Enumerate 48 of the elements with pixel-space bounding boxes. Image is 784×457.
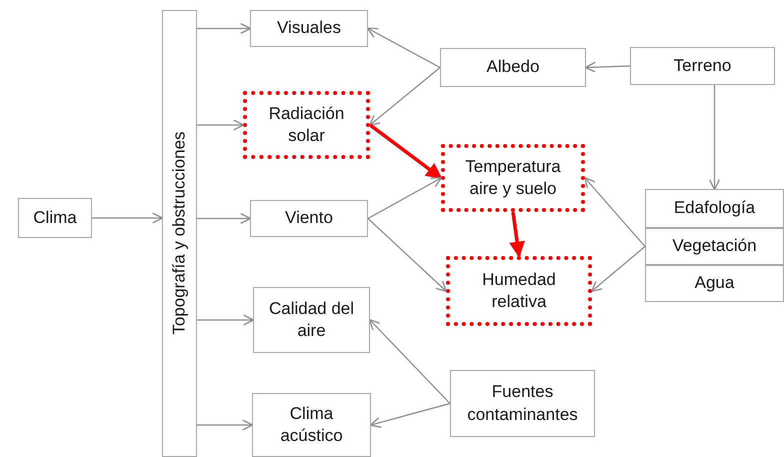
process-box	[253, 287, 370, 353]
arrow	[368, 218, 448, 292]
process-box	[252, 393, 371, 457]
node-label: Visuales	[277, 17, 341, 40]
process-box	[18, 198, 92, 238]
node-label: Terreno	[674, 54, 732, 77]
node-label: Agua	[694, 272, 734, 294]
arrow	[509, 212, 525, 258]
process-box	[243, 91, 370, 159]
process-box	[250, 10, 368, 47]
process-box	[441, 144, 585, 212]
node-label: Topografía y obstrucciones	[168, 132, 190, 336]
process-box	[645, 265, 784, 302]
node-label: Radiación solar	[268, 102, 346, 147]
process-box	[450, 370, 595, 437]
arrow	[368, 124, 442, 180]
arrow	[708, 85, 720, 190]
node-label: Calidad del aire	[268, 298, 356, 342]
node-label: Temperatura aire y suelo	[464, 156, 562, 200]
arrow	[197, 212, 252, 224]
arrow	[590, 246, 646, 292]
arrow	[197, 314, 254, 326]
node-label: Edafología	[674, 197, 756, 220]
arrow	[584, 62, 630, 73]
arrow	[197, 119, 244, 131]
node-label: Clima	[33, 206, 77, 229]
arrow	[584, 176, 646, 247]
process-box	[440, 48, 586, 87]
arrow	[368, 67, 440, 126]
process-box	[645, 189, 784, 228]
arrow	[366, 28, 440, 68]
process-box	[630, 47, 775, 85]
arrow	[370, 402, 450, 428]
arrow	[92, 212, 164, 224]
node-label: Fuentes contaminantes	[466, 381, 579, 426]
node-label: Humedad relativa	[481, 268, 557, 313]
node-label: Albedo	[486, 56, 540, 78]
vertical-bar	[162, 10, 197, 457]
arrow	[368, 177, 442, 220]
node-label: Vegetación	[672, 235, 757, 258]
node-label: Viento	[285, 207, 333, 230]
arrow	[369, 319, 450, 404]
process-box	[645, 228, 784, 265]
process-box	[446, 256, 592, 326]
process-box	[250, 200, 368, 237]
arrow	[197, 419, 254, 431]
arrow	[197, 22, 252, 34]
node-label: Clima acústico	[279, 402, 344, 447]
